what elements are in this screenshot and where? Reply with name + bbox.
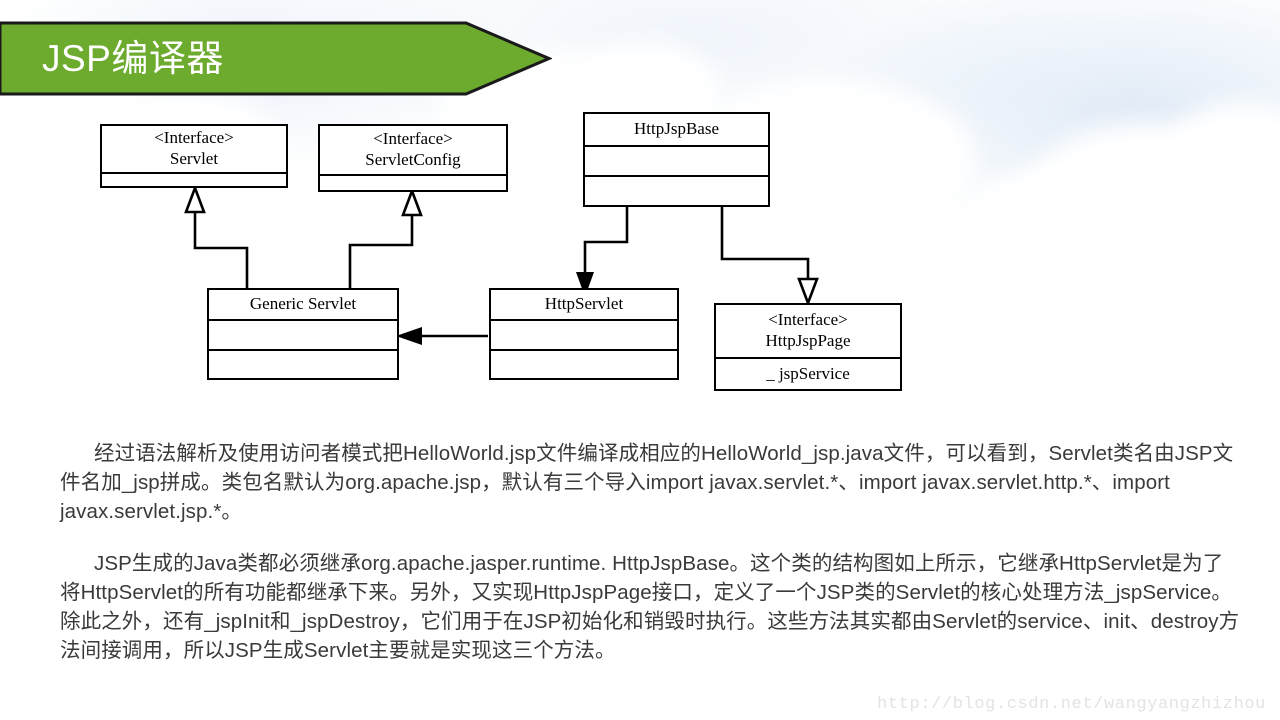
generalization-arrowhead <box>184 184 206 214</box>
page-title: JSP编译器 <box>42 37 224 79</box>
uml-box-compartment <box>209 319 397 349</box>
uml-box-genericservlet[interactable]: Generic Servlet <box>207 288 399 380</box>
uml-box-compartment <box>209 349 397 378</box>
uml-box-httpservlet[interactable]: HttpServlet <box>489 288 679 380</box>
uml-box-compartment: _ jspService <box>716 357 900 389</box>
uml-box-title: Generic Servlet <box>249 294 357 314</box>
uml-box-httpjspbase[interactable]: HttpJspBase <box>583 112 770 207</box>
uml-box-title: <Interface> HttpJspPage <box>765 310 851 350</box>
uml-box-compartment <box>102 172 286 186</box>
uml-box-compartment <box>491 319 677 349</box>
title-banner: JSP编译器 <box>0 21 552 96</box>
watermark-url: http://blog.csdn.net/wangyangzhizhou <box>877 695 1266 714</box>
banner-shape <box>0 21 552 96</box>
uml-box-title: <Interface> ServletConfig <box>365 129 461 169</box>
body-paragraph-1: 经过语法解析及使用访问者模式把HelloWorld.jsp文件编译成相应的Hel… <box>60 439 1240 526</box>
uml-box-compartment <box>585 145 768 175</box>
uml-box-title: HttpJspBase <box>634 119 719 139</box>
uml-box-compartment <box>585 175 768 205</box>
uml-box-httpjsppage[interactable]: <Interface> HttpJspPage _ jspService <box>714 303 902 391</box>
generalization-arrowhead <box>401 187 423 217</box>
uml-box-servletconfig[interactable]: <Interface> ServletConfig <box>318 124 508 192</box>
uml-box-compartment <box>320 174 506 190</box>
paragraph-text: 经过语法解析及使用访问者模式把HelloWorld.jsp文件编译成相应的Hel… <box>60 441 1234 523</box>
uml-box-compartment <box>491 349 677 378</box>
generalization-arrowhead <box>797 277 819 307</box>
association-arrowhead <box>396 327 422 345</box>
association-arrowhead <box>576 272 594 297</box>
paragraph-text: JSP生成的Java类都必须继承org.apache.jasper.runtim… <box>60 551 1240 662</box>
uml-box-title: HttpServlet <box>544 294 624 314</box>
body-paragraph-2: JSP生成的Java类都必须继承org.apache.jasper.runtim… <box>60 549 1240 665</box>
uml-box-title: <Interface> Servlet <box>154 128 234 168</box>
uml-box-servlet[interactable]: <Interface> Servlet <box>100 124 288 188</box>
